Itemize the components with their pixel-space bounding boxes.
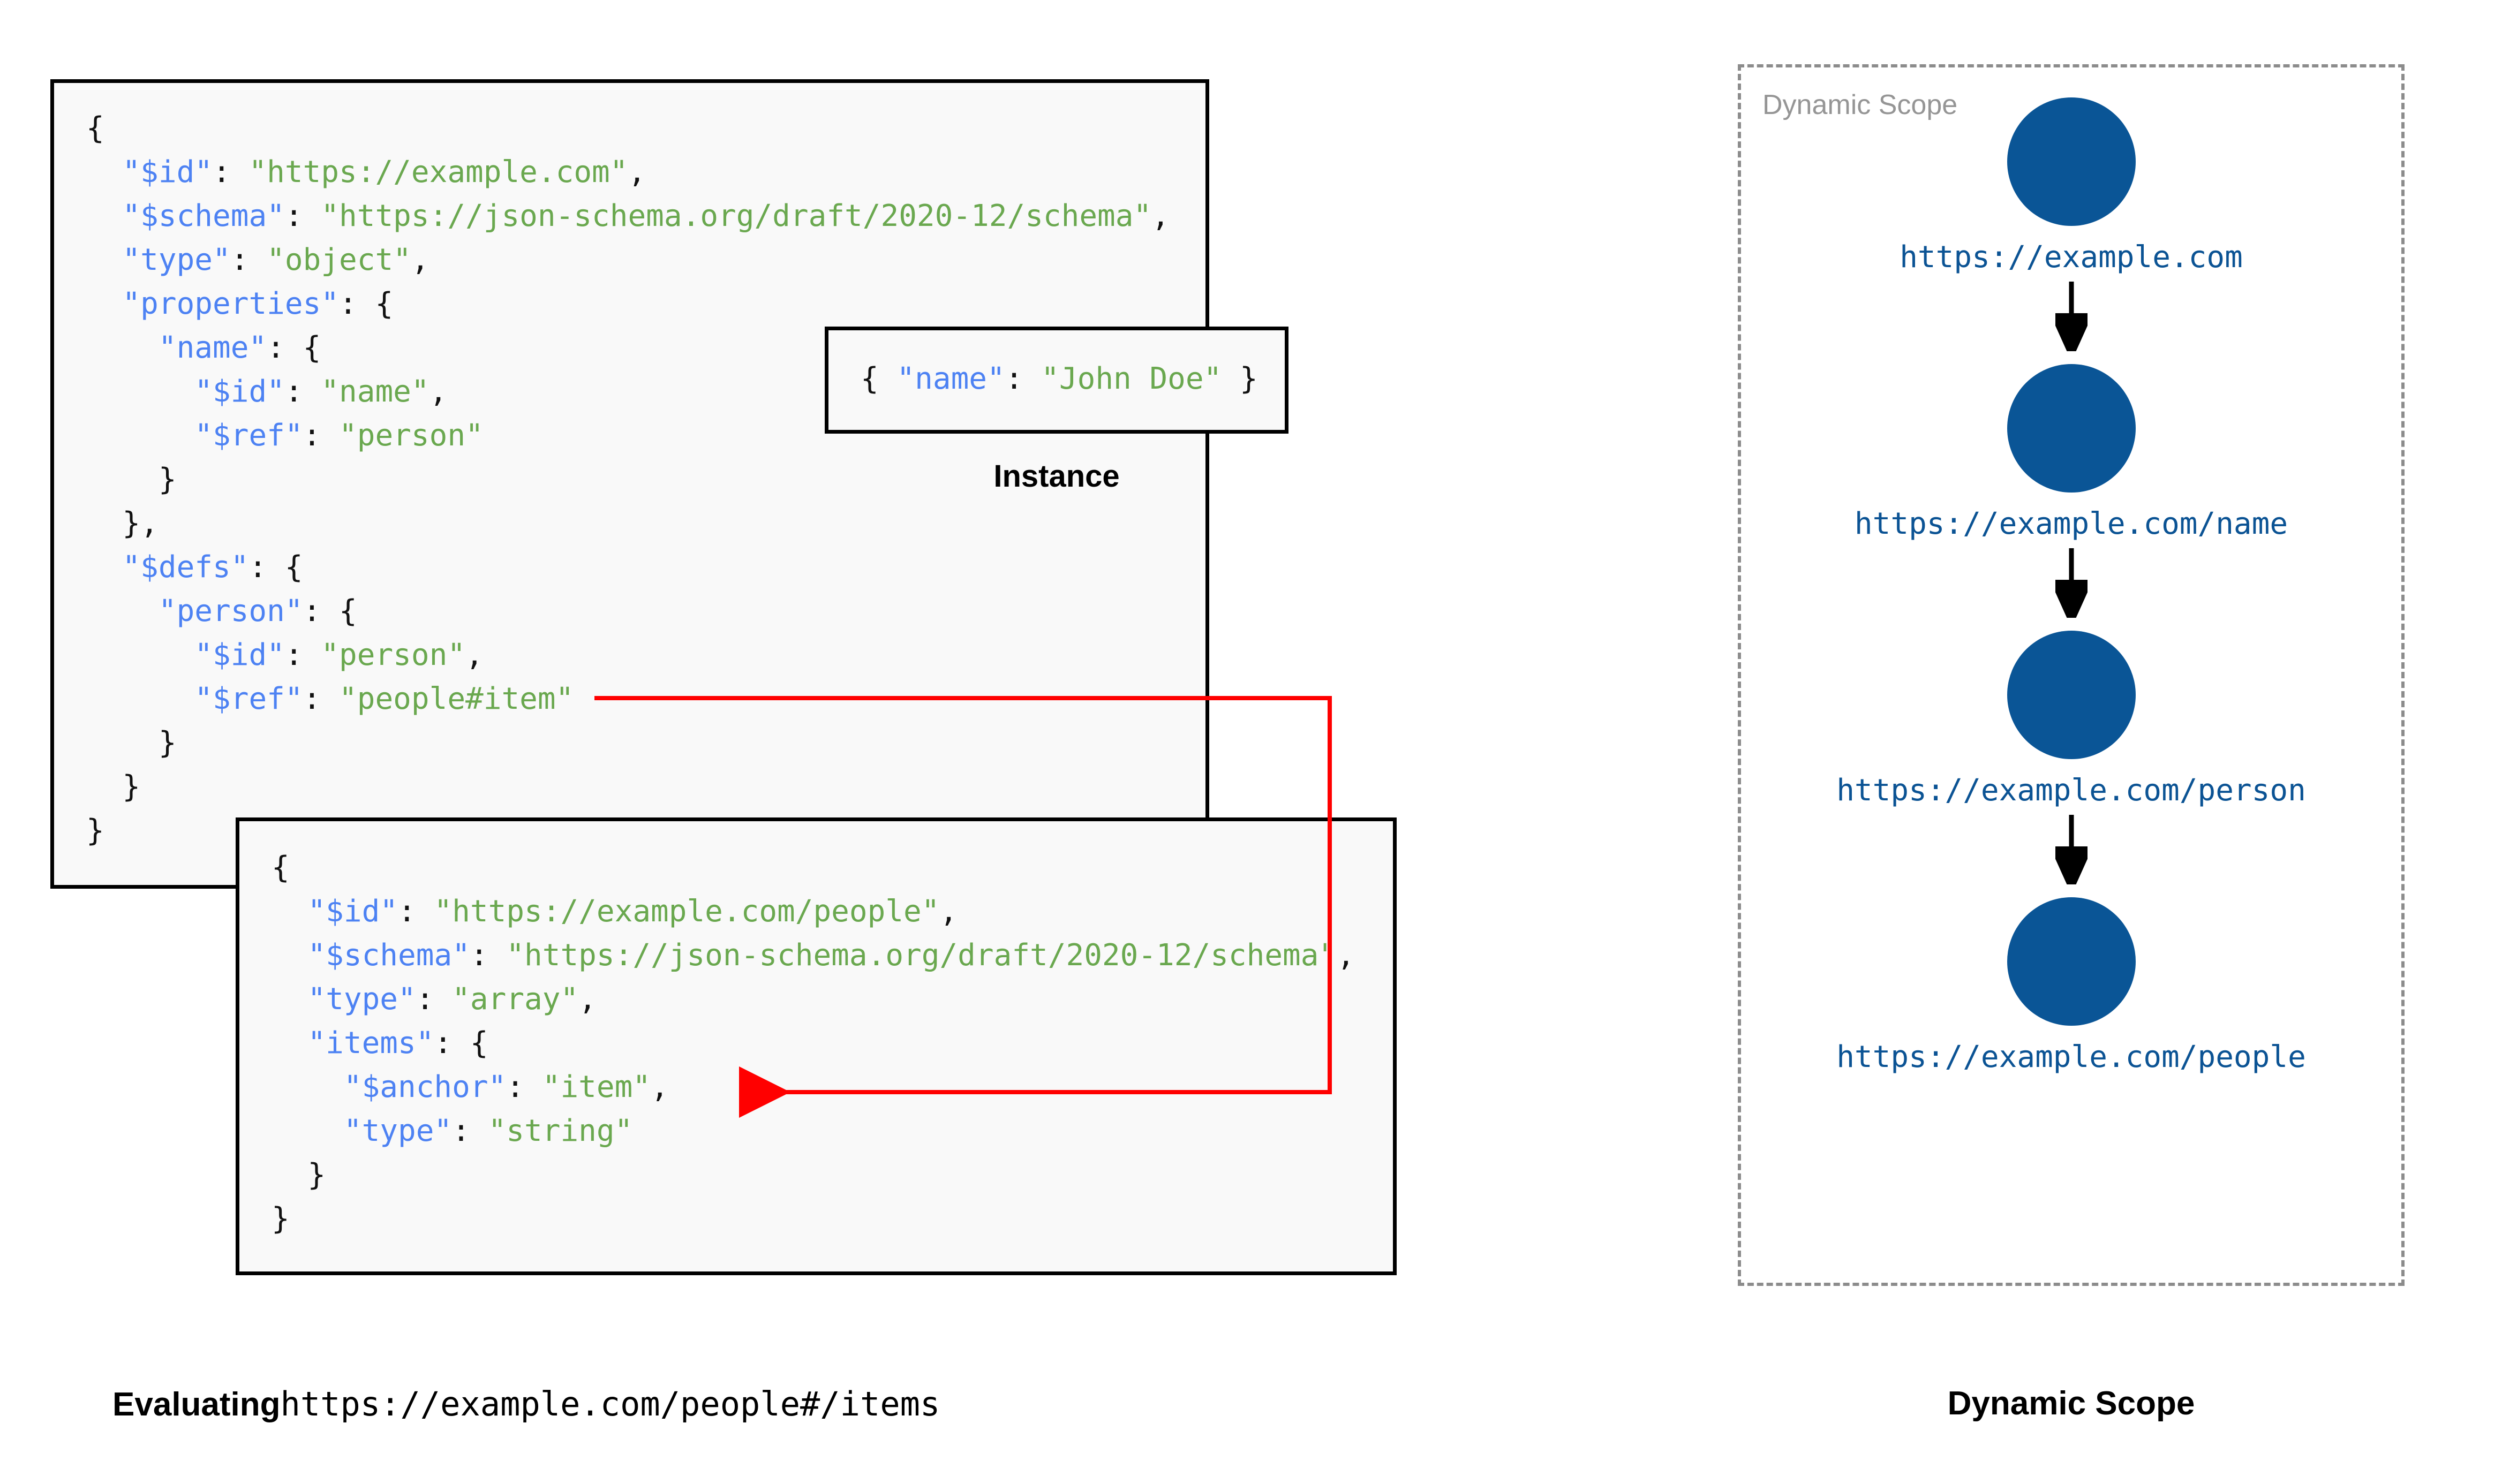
root-schema-code: { "$id": "https://example.com", "$schema… [86, 111, 1170, 848]
instance-caption: Instance [993, 459, 1120, 494]
dynamic-scope-panel: Dynamic Scope https://example.com https:… [1738, 64, 2405, 1286]
scope-node-0: https://example.com [1741, 97, 2401, 275]
evaluating-label: Evaluating [112, 1386, 281, 1423]
dynamic-scope-caption: Dynamic Scope [1947, 1385, 2195, 1422]
dynamic-scope-panel-label: Dynamic Scope [1762, 89, 1958, 120]
scope-circle-icon-2 [2007, 631, 2136, 759]
evaluating-uri: https://example.com/people#/items [280, 1384, 940, 1424]
scope-uri-0: https://example.com [1900, 240, 2243, 275]
scope-uri-3: https://example.com/people [1836, 1040, 2306, 1074]
scope-arrow-2 [1741, 815, 2401, 895]
instance-box: { "name": "John Doe" } [825, 327, 1288, 434]
people-schema-code: { "$id": "https://example.com/people", "… [272, 850, 1355, 1236]
scope-uri-2: https://example.com/person [1836, 773, 2306, 808]
scope-arrow-1 [1741, 548, 2401, 628]
scope-circle-icon-0 [2007, 97, 2136, 226]
scope-node-1: https://example.com/name [1741, 364, 2401, 541]
scope-uri-1: https://example.com/name [1854, 506, 2288, 541]
scope-node-2: https://example.com/person [1741, 631, 2401, 808]
scope-circle-icon-1 [2007, 364, 2136, 493]
evaluating-caption: Evaluatinghttps://example.com/people#/it… [112, 1384, 940, 1424]
instance-code: { "name": "John Doe" } [861, 361, 1258, 396]
scope-circle-icon-3 [2007, 897, 2136, 1026]
scope-arrow-0 [1741, 282, 2401, 361]
people-schema-box: { "$id": "https://example.com/people", "… [236, 817, 1397, 1275]
scope-node-3: https://example.com/people [1741, 897, 2401, 1074]
